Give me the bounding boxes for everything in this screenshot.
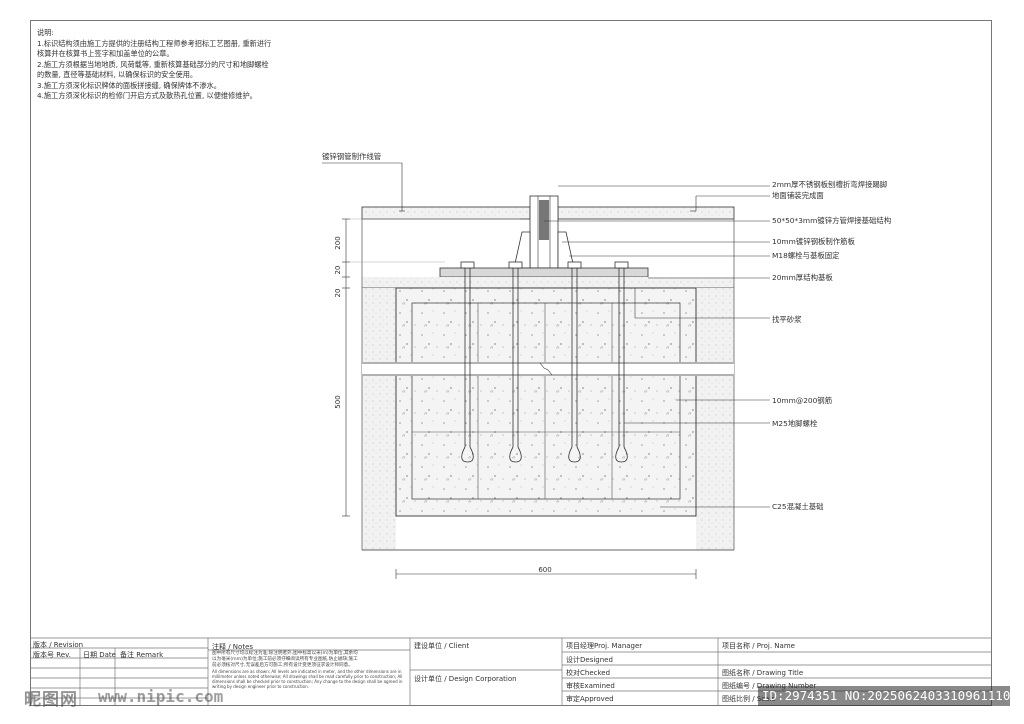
label-stainless-kick: 2mm厚不锈钢板刨槽折弯焊接踢脚 xyxy=(772,180,887,189)
remark-header: 备注 Remark xyxy=(120,651,164,659)
project-name-label: 项目名称 / Proj. Name xyxy=(722,642,795,650)
note-line: 的数量, 直径等基础材料, 以确保标识的安全使用。 xyxy=(37,70,198,79)
notes-en: All dimensions are as shown; All levels … xyxy=(212,669,403,689)
note-line: 1.标识结构须由施工方提供的注册结构工程师参考招标工艺图册, 重新进行 xyxy=(37,38,272,48)
design-corp-label: 设计单位 / Design Corporation xyxy=(414,675,517,683)
label-concrete: C25混凝土基础 xyxy=(772,502,824,511)
label-mortar: 找平砂浆 xyxy=(772,315,802,324)
dim-600: 600 xyxy=(538,566,551,574)
note-line: 4.施工方须深化标识的检修门开启方式及散热孔位置, 以便维修维护。 xyxy=(37,91,257,100)
date-header: 日期 Date xyxy=(83,651,116,659)
drawing-frame xyxy=(30,20,992,706)
client-label: 建设单位 / Client xyxy=(414,642,470,650)
rebar-cage xyxy=(411,302,681,500)
dim-500: 500 xyxy=(334,395,342,408)
scale-label: 图纸比例 / Scale xyxy=(722,695,776,703)
anchor-bolt xyxy=(614,261,629,463)
label-rib-plate: 10mm镀锌钢板制作筋板 xyxy=(772,237,856,246)
label-square-tube: 50*50*3mm镀锌方管焊接基础结构 xyxy=(772,216,891,225)
dim-20: 20 xyxy=(334,289,342,298)
manager-label: 项目经理Proj. Manager xyxy=(566,642,643,650)
general-notes: 说明: 1.标识结构须由施工方提供的注册结构工程师参考招标工艺图册, 重新进行 … xyxy=(37,28,271,102)
vertical-dimension xyxy=(342,218,520,517)
horizontal-dimension xyxy=(395,569,697,579)
watermark-id-bar xyxy=(758,686,1010,706)
revision-header: 版本 / Revision xyxy=(33,641,84,649)
drawing-title-label: 图纸名称 / Drawing Title xyxy=(722,669,804,677)
watermark-url: www.nipic.com xyxy=(98,687,224,706)
anchor-bolt xyxy=(460,261,475,463)
label-floor-finish: 地面铺装完成面 xyxy=(772,191,824,200)
notes-header: 注释 / Notes xyxy=(212,643,254,651)
checked-label: 校对Checked xyxy=(566,669,611,677)
concrete-foundation xyxy=(395,287,697,517)
label-anchor-bolt: M25地脚螺栓 xyxy=(772,419,818,428)
base-plate xyxy=(439,267,649,278)
label-conduit: 镀锌钢管制作线管 xyxy=(322,152,381,161)
dim-20: 20 xyxy=(334,266,342,275)
label-m18-bolt: M18螺栓与基板固定 xyxy=(772,251,840,260)
approved-label: 审定Approved xyxy=(566,695,614,703)
note-line: 2.施工方须根据当地地质, 风荷载等, 重新核算基础部分的尺寸和地脚螺栓 xyxy=(37,59,269,69)
rev-no-header: 版本号 Rev. xyxy=(33,651,71,659)
examined-label: 审核Examined xyxy=(566,682,615,690)
floor-paving xyxy=(557,206,735,220)
leveling-mortar xyxy=(362,277,734,288)
floor-paving xyxy=(361,206,531,220)
label-rebar: 10mm@200钢筋 xyxy=(772,396,832,405)
note-line: 3.施工方须深化标识牌体的面板拼接缝, 确保牌体不渗水。 xyxy=(37,80,221,90)
note-line: 核算并在核算书上签字和加盖单位的公章。 xyxy=(37,49,174,58)
watermark-id: ID:2974351 NO:20250624033109611101 xyxy=(762,688,1018,703)
watermark-logo: 昵图网 xyxy=(24,690,78,710)
notes-cn: 图中所有尺寸均以标注为准;除注明者外,图中标高以米(m)为单位,其余均 以为毫米… xyxy=(212,651,408,689)
notes-cn-line: 图中所有尺寸均以标注为准;除注明者外,图中标高以米(m)为单位,其余均 xyxy=(212,651,358,656)
label-base-plate: 20mm厚结构基板 xyxy=(772,273,833,282)
notes-cn-line: 以为毫米(mm)为单位;施工前必须仔细阅读所有专业图纸,防止碰缺;施工 xyxy=(212,657,358,662)
designed-label: 设计Designed xyxy=(566,656,613,664)
anchor-bolt xyxy=(508,261,523,463)
dim-200: 200 xyxy=(334,236,342,249)
notes-title: 说明: xyxy=(37,28,54,37)
notes-cn-line: 前必须核对尺寸,无误差后方可施工;所有设计变更须征求设计师同意。 xyxy=(212,663,353,668)
anchor-bolt xyxy=(567,261,582,463)
